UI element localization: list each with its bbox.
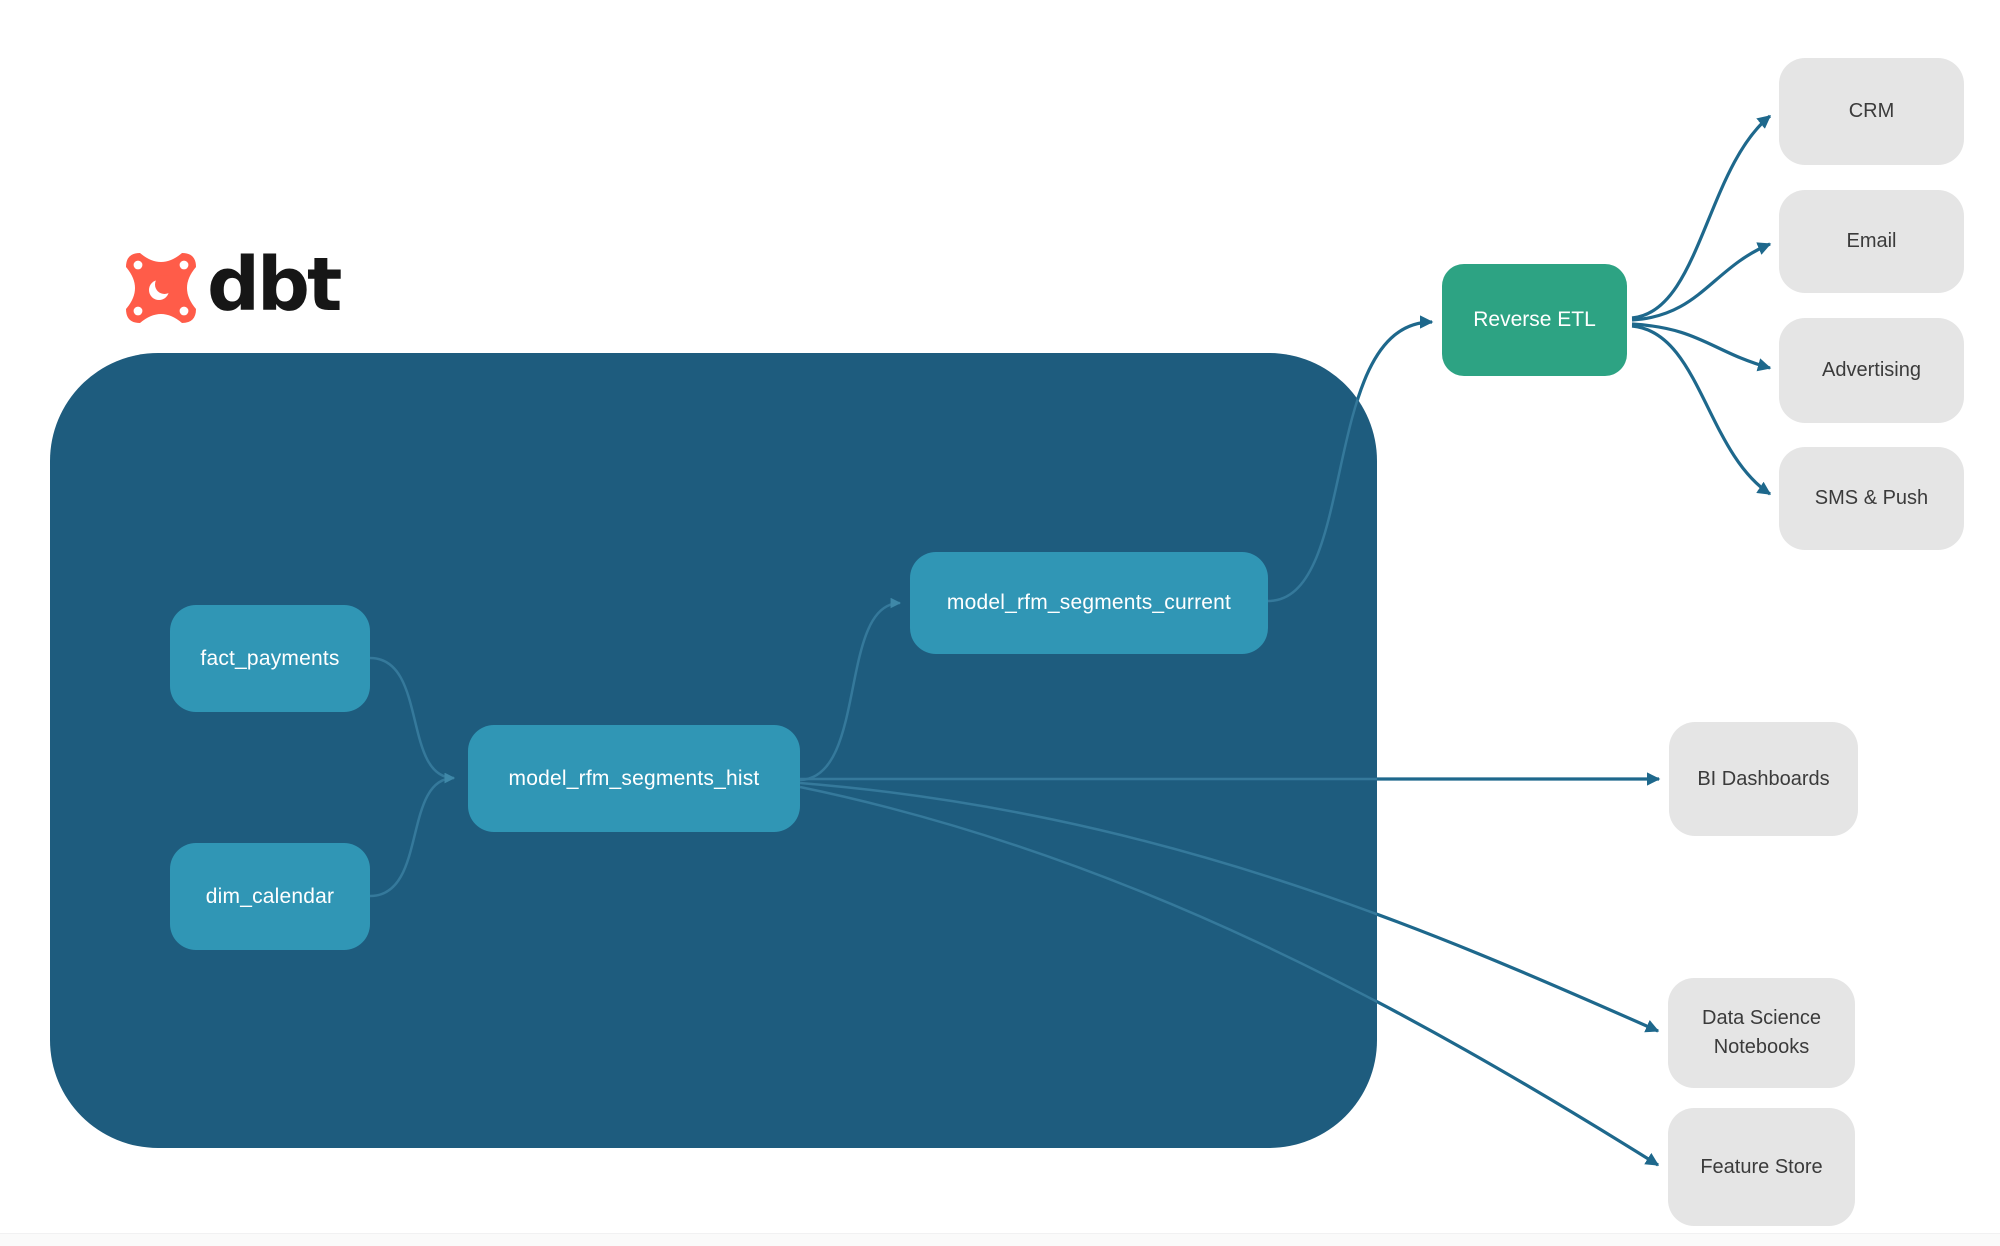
edge-current-to-retl <box>1267 315 1434 603</box>
node-label: CRM <box>1848 100 1895 122</box>
edge-current-to-retl-inner <box>1267 320 1433 603</box>
node-fact-payments: fact_payments <box>170 605 370 712</box>
edge-retl-to-crm <box>1631 114 1772 320</box>
dbt-logo: dbt <box>125 248 342 324</box>
edge-hist-to-dsn-inner <box>799 781 1659 1033</box>
bottom-strip <box>0 1233 2000 1246</box>
node-label: model_rfm_segments_current <box>946 591 1232 614</box>
node-data-science-notebooks: Data Science Notebooks <box>1668 978 1855 1088</box>
node-label: BI Dashboards <box>1697 767 1830 790</box>
node-sms-push: SMS & Push <box>1779 447 1964 550</box>
node-crm: CRM <box>1779 58 1964 165</box>
edge-fact-to-hist <box>369 656 456 784</box>
node-email: Email <box>1779 190 1964 293</box>
edge-retl-to-sms <box>1631 324 1772 496</box>
node-label: SMS & Push <box>1814 487 1929 509</box>
node-label: dim_calendar <box>205 884 335 908</box>
edge-hist-to-dsn <box>799 781 1660 1033</box>
edge-retl-to-advertising <box>1631 322 1772 372</box>
node-label: fact_payments <box>200 646 340 670</box>
node-label: Data Science Notebooks <box>1702 1007 1821 1058</box>
node-label: Email <box>1846 230 1897 252</box>
dbt-pinwheel-icon <box>125 252 197 324</box>
node-model-rfm-segments-current: model_rfm_segments_current <box>910 552 1268 654</box>
node-label: Advertising <box>1822 359 1921 381</box>
node-dim-calendar: dim_calendar <box>170 843 370 950</box>
node-model-rfm-segments-hist: model_rfm_segments_hist <box>468 725 800 832</box>
node-feature-store: Feature Store <box>1668 1108 1855 1226</box>
node-label: Feature Store <box>1700 1155 1823 1178</box>
node-label: model_rfm_segments_hist <box>508 766 760 790</box>
edge-dim-to-hist <box>369 772 456 898</box>
node-advertising: Advertising <box>1779 318 1964 423</box>
edge-hist-to-current <box>799 597 902 782</box>
node-bi-dashboards: BI Dashboards <box>1669 722 1858 836</box>
node-reverse-etl: Reverse ETL <box>1442 264 1627 376</box>
dbt-wordmark: dbt <box>207 242 342 328</box>
edge-retl-to-email <box>1631 242 1772 322</box>
node-label: Reverse ETL <box>1473 308 1596 331</box>
